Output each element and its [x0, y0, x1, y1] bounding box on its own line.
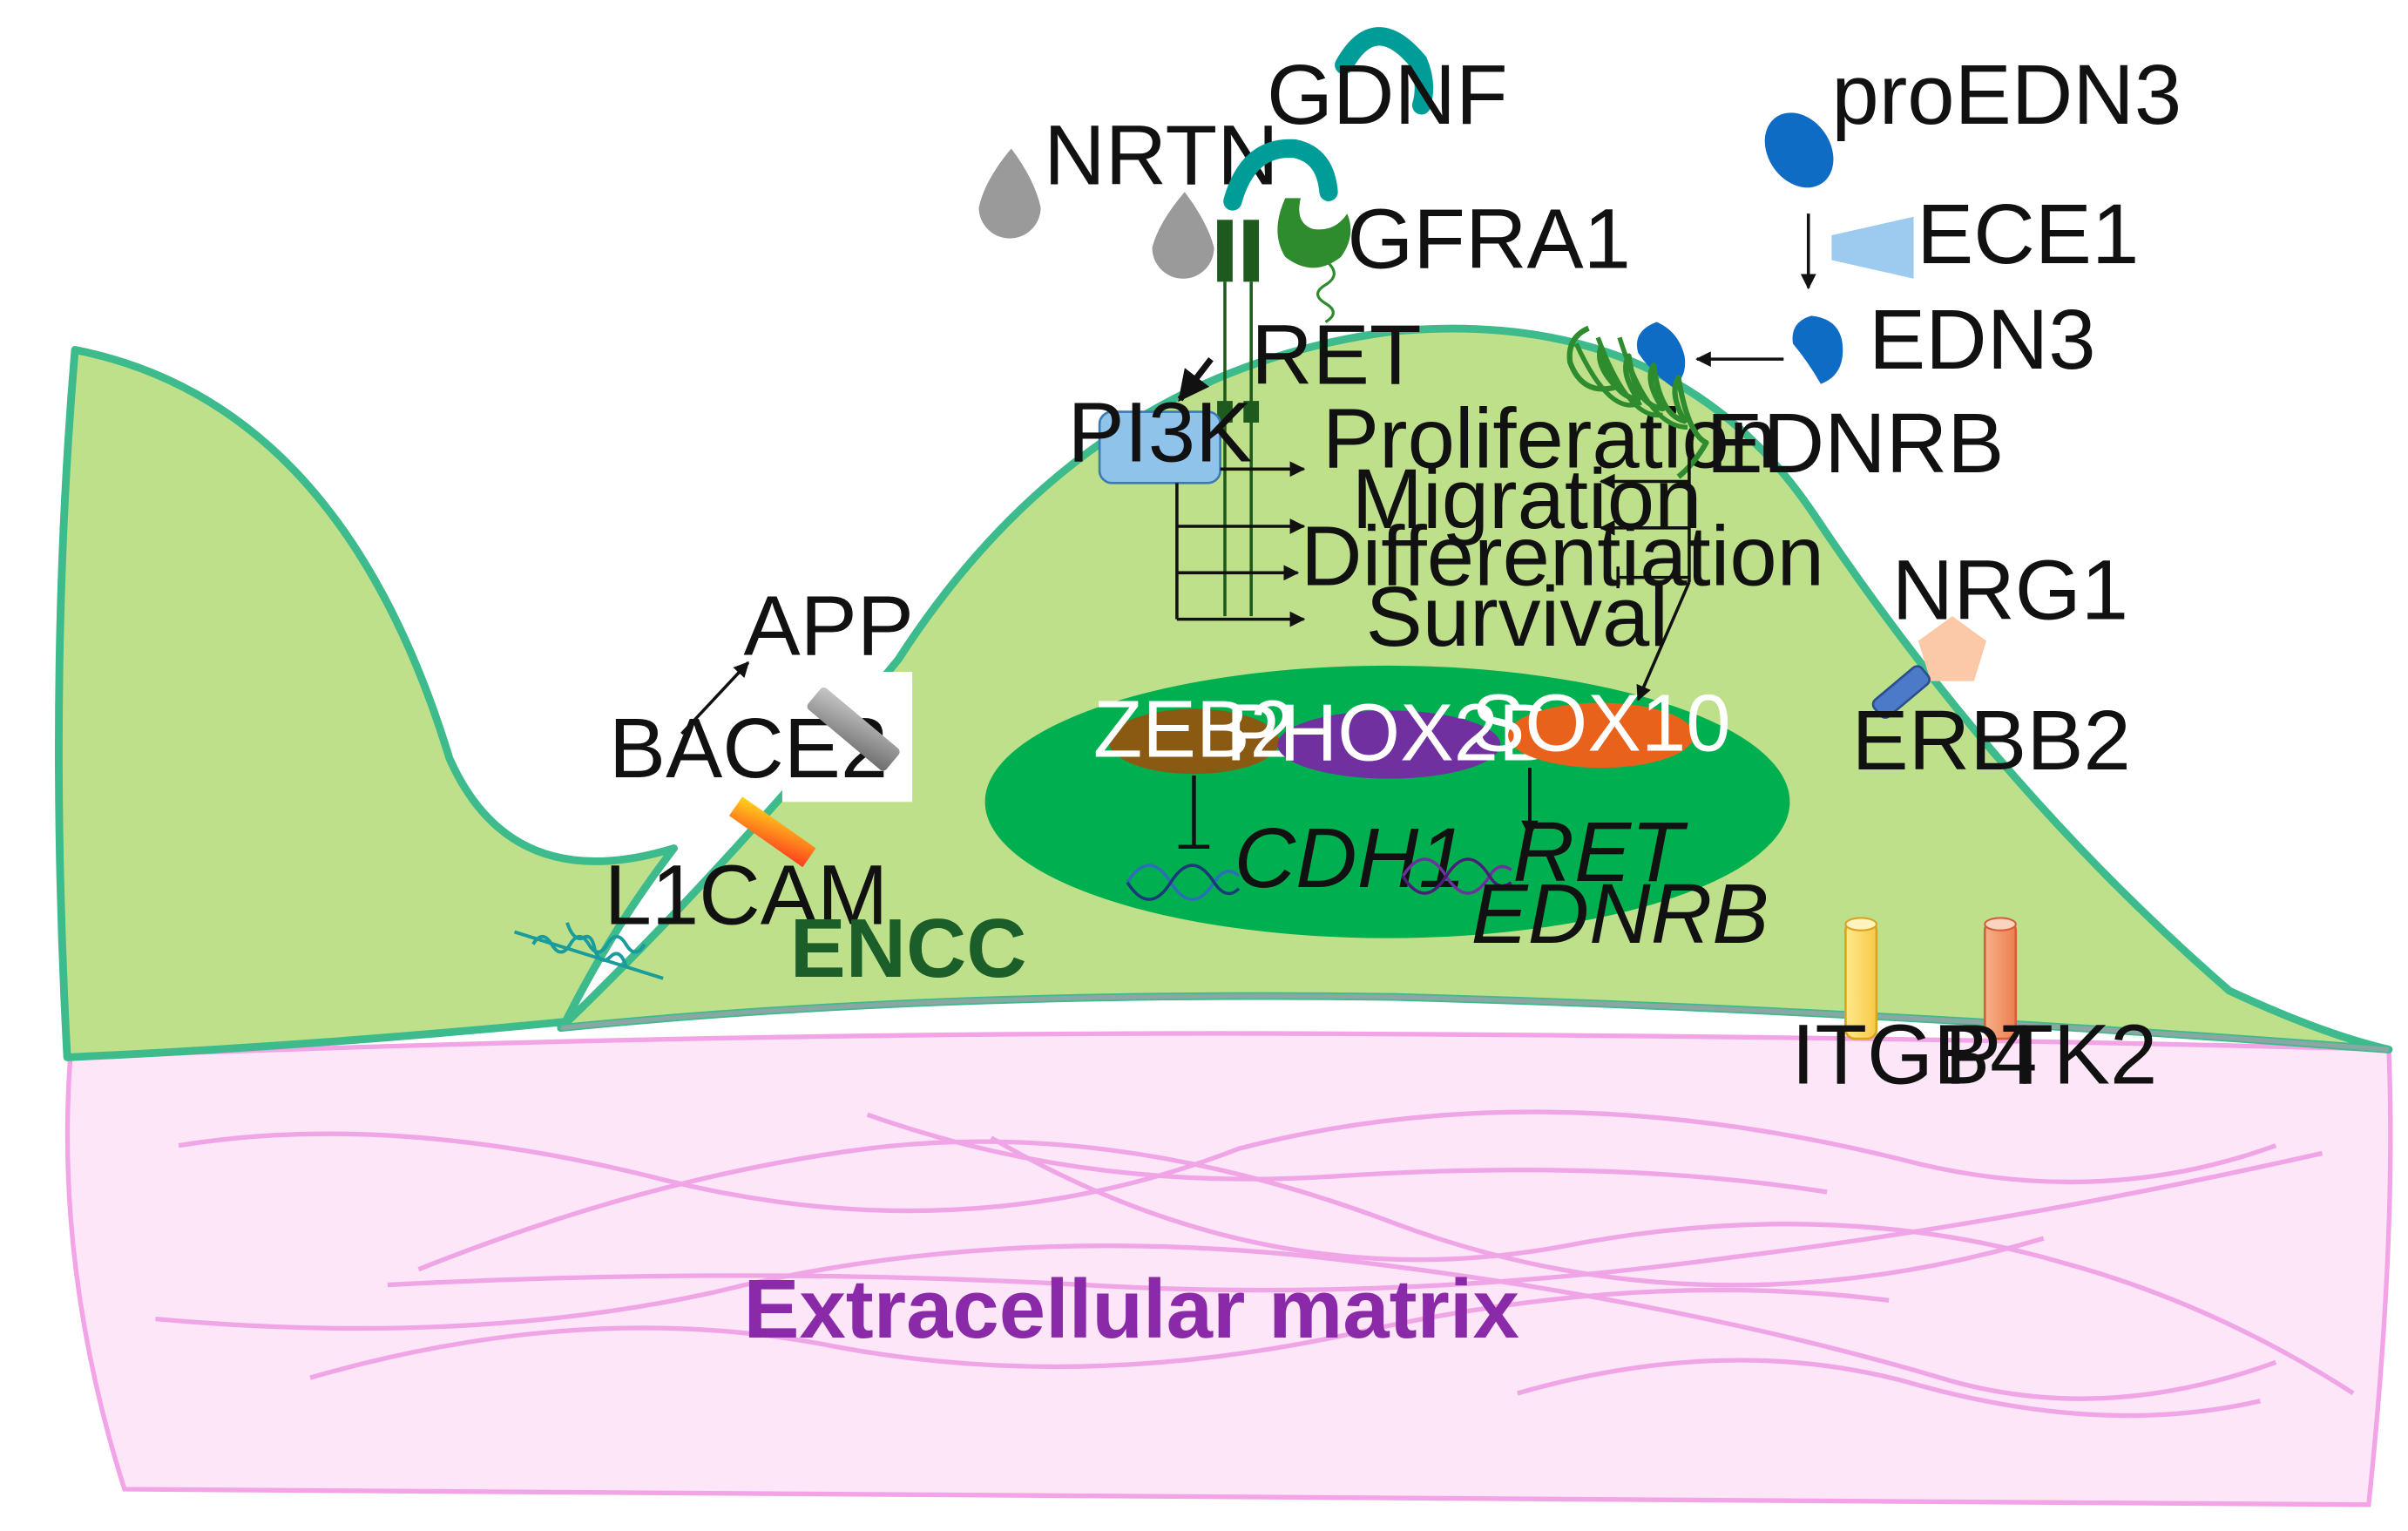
process-differentiation: Differentiation: [1301, 509, 1824, 604]
cell-base-membrane: [560, 993, 2390, 1053]
ednrb-label: EDNRB: [1706, 396, 2004, 491]
ret-extracellular-left: [1217, 220, 1233, 282]
ret-extracellular-right: [1243, 220, 1260, 282]
ecm-area: [64, 1031, 2393, 1507]
gene-ednrb-label: EDNRB: [1471, 866, 1769, 961]
process-survival: Survival: [1366, 569, 1668, 664]
proedn3-label: proEDN3: [1831, 47, 2181, 142]
ptk2-cap: [1984, 917, 2017, 931]
nrtn-bound-icon: [1152, 192, 1214, 279]
ece1-icon: [1831, 216, 1914, 279]
ecm-label: Extracellular matrix: [743, 1263, 1519, 1356]
process-migration: Migration: [1352, 451, 1702, 546]
bace2-icon: [728, 796, 816, 868]
gene-cdh1-label: CDH1: [1234, 810, 1466, 905]
zeb2-node: ZEB2: [1093, 684, 1295, 775]
ret-kinase-right: [1243, 401, 1260, 423]
ret-kinase-left: [1217, 401, 1233, 423]
pi3k-box: [1098, 410, 1221, 484]
nrg1-erbb2-pathway: NRG1 ERBB2: [1851, 543, 2130, 788]
gfra1-label: GFRA1: [1347, 191, 1631, 286]
gfra1-anchor-icon: [1316, 261, 1336, 323]
proedn3-icon: [1764, 112, 1834, 188]
sox10-node: SOX10: [1471, 678, 1731, 769]
gene-ret-label: RET: [1512, 804, 1688, 899]
app-label: APP: [743, 578, 913, 673]
ednrb-to-sox10-arrow: [1636, 581, 1691, 701]
gdnf-icon: [1335, 27, 1434, 115]
ptk2-label: PTK2: [1945, 1007, 2157, 1102]
nrg1-label: NRG1: [1892, 543, 2128, 638]
gdnf-bound-icon: [1223, 139, 1338, 211]
pi3k-label: PI3K: [1067, 384, 1252, 479]
extracellular-matrix: [64, 1031, 2393, 1507]
ece1-label: ECE1: [1917, 186, 2139, 281]
phox2b-label: PHOX2B: [1226, 687, 1552, 777]
bace2-to-app-arrow: [680, 661, 750, 735]
erbb2-icon: [1871, 665, 1931, 719]
itgb4-cap: [1844, 917, 1877, 931]
phox2b-node: PHOX2B: [1226, 687, 1552, 779]
ret-to-pi3k-arrow: [1177, 356, 1214, 403]
cell-left-protrusion: [55, 346, 678, 1061]
app-icon: [807, 687, 900, 771]
nrtn-icon: [978, 148, 1041, 239]
nucleus: ZEB2 PHOX2B SOX10 CDH1 RET EDNRB: [984, 665, 1790, 961]
dna-cdh1-icon: [1126, 864, 1241, 901]
l1cam-label: L1CAM: [605, 848, 889, 943]
ret-label: RET: [1251, 308, 1421, 403]
edn3-label: EDN3: [1869, 292, 2096, 387]
erbb2-label: ERBB2: [1851, 693, 2130, 788]
dna-ret-icon: [1401, 857, 1512, 895]
app-bace2-l1cam: APP BACE2 L1CAM: [513, 578, 914, 980]
sox10-label: SOX10: [1471, 678, 1731, 769]
edn3-bound-icon: [1636, 322, 1686, 388]
l1cam-icon: [513, 922, 664, 980]
gfra1-icon: [1277, 198, 1351, 268]
ret-signaling-complex: GDNF NRTN GFRA1 RET: [978, 27, 1631, 617]
cellular-processes: Proliferation Migration Differentiation …: [1301, 391, 1824, 664]
itgb4-ptk2: ITGB4 PTK2: [1791, 917, 2157, 1102]
gdnf-label: GDNF: [1267, 47, 1508, 142]
ednrb-receptor-loops: [1573, 336, 1688, 430]
itgb4-label: ITGB4: [1791, 1007, 2037, 1102]
pi3k-pathway: PI3K: [1067, 356, 1306, 627]
nrg1-icon: [1918, 616, 1987, 681]
endothelin-pathway: proEDN3 ECE1 EDN3 EDNRB: [1566, 47, 2181, 701]
encc-label: ENCC: [790, 902, 1027, 995]
edn3-icon: [1792, 315, 1843, 384]
zeb2-label: ZEB2: [1093, 684, 1295, 775]
ecm-fibers: [155, 1109, 2355, 1419]
